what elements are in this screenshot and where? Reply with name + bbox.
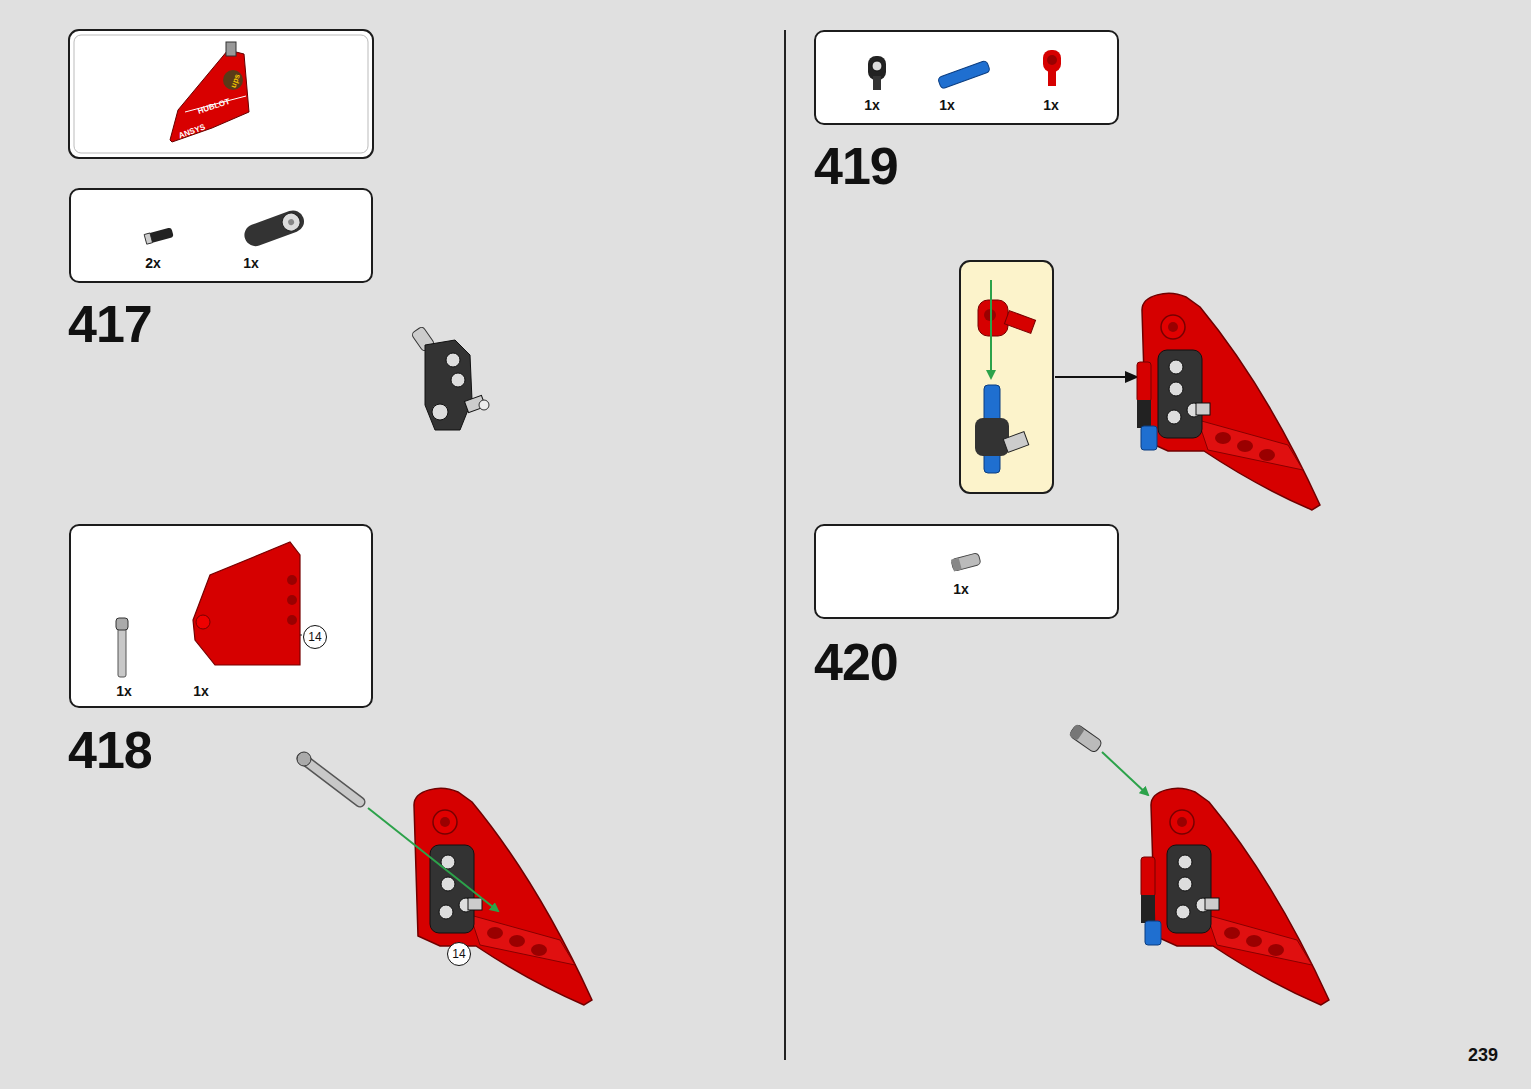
part-count: 1x bbox=[116, 683, 132, 699]
parts-box: 2x 1x bbox=[69, 188, 373, 283]
text-holder: 1x bbox=[953, 580, 969, 598]
text-holder: 1x bbox=[1043, 96, 1059, 114]
step-number: 420 bbox=[814, 633, 898, 691]
text-holder: 1x bbox=[864, 96, 880, 114]
sticker-text: HUBLOT bbox=[197, 97, 231, 116]
text-holder: 419 bbox=[814, 140, 898, 192]
step-number: 418 bbox=[68, 721, 152, 779]
text-holder: 239 bbox=[1468, 1046, 1498, 1065]
text-holder: 1x bbox=[939, 96, 955, 114]
page-number: 239 bbox=[1468, 1045, 1498, 1065]
text-holder: 2x bbox=[145, 254, 161, 272]
parts-box: 1x bbox=[814, 524, 1119, 619]
text-holder: 417 bbox=[68, 298, 152, 350]
callout-number: 14 bbox=[303, 625, 327, 649]
text-holder: HUBLOT bbox=[194, 90, 231, 117]
sticker-text: ANSYS bbox=[177, 122, 206, 140]
parts-box: 1x 1x 1x bbox=[814, 30, 1119, 125]
callout-text: 14 bbox=[452, 948, 465, 960]
part-count: 1x bbox=[864, 97, 880, 113]
step-number: 419 bbox=[814, 137, 898, 195]
part-count: 1x bbox=[939, 97, 955, 113]
text-holder: ANSYS bbox=[175, 116, 207, 142]
part-count: 1x bbox=[193, 683, 209, 699]
step-number: 417 bbox=[68, 295, 152, 353]
sticker-text: ups bbox=[229, 73, 242, 89]
callout-number: 14 bbox=[447, 942, 471, 966]
parts-box: 1x 1x 14 bbox=[69, 524, 373, 708]
text-holder: ups bbox=[222, 70, 244, 90]
text-holder: 1x bbox=[243, 254, 259, 272]
part-count: 1x bbox=[1043, 97, 1059, 113]
callout-text: 14 bbox=[308, 631, 321, 643]
part-count: 1x bbox=[953, 581, 969, 597]
text-holder: 420 bbox=[814, 636, 898, 688]
part-count: 2x bbox=[145, 255, 161, 271]
part-count: 1x bbox=[243, 255, 259, 271]
text-holder: 1x bbox=[116, 682, 132, 700]
text-holder: 1x bbox=[193, 682, 209, 700]
text-holder: 418 bbox=[68, 724, 152, 776]
